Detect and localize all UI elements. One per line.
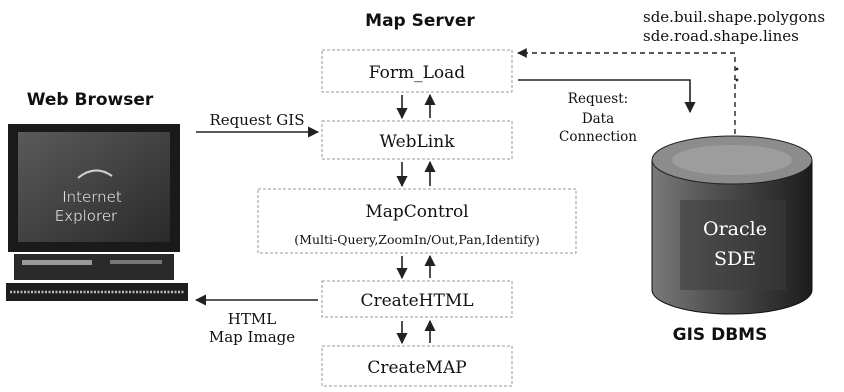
request-data-arrow — [518, 79, 696, 114]
mapcontrol-box — [257, 188, 577, 254]
createmap-label: CreateMAP — [367, 358, 466, 378]
monitor-text-internet: Internet — [62, 188, 122, 206]
html-map-label-1: HTML — [228, 310, 276, 328]
computer-base — [14, 254, 174, 280]
form-load-box — [321, 49, 513, 93]
monitor-screen — [18, 132, 170, 242]
request-gis-label: Request GIS — [210, 111, 305, 129]
request-data-label-3: Connection — [559, 129, 637, 145]
weblink-label: WebLink — [379, 132, 455, 152]
mapcontrol-label: MapControl — [365, 202, 468, 222]
weblink-box — [321, 120, 513, 160]
web-browser-title: Web Browser — [27, 90, 154, 110]
gis-dbms-title: GIS DBMS — [673, 325, 768, 345]
layer-roads: sde.road.shape.lines — [643, 27, 799, 45]
map-server-title: Map Server — [365, 11, 475, 31]
createhtml-box — [321, 280, 513, 318]
keyboard — [6, 283, 188, 301]
computer-icon: Internet Explorer — [6, 124, 188, 301]
request-data-label-2: Data — [582, 111, 614, 127]
database-cylinder-icon — [651, 135, 813, 315]
createmap-box — [321, 345, 513, 387]
oracle-label: Oracle — [703, 218, 767, 240]
createhtml-label: CreateHTML — [360, 291, 473, 311]
html-map-label-2: Map Image — [209, 328, 295, 346]
form-load-label: Form_Load — [369, 63, 466, 83]
mapcontrol-functions: (Multi-Query,ZoomIn/Out,Pan,Identify) — [294, 232, 539, 247]
request-data-label-1: Request: — [568, 91, 628, 107]
monitor-text-explorer: Explorer — [55, 207, 118, 225]
layer-buildings: sde.buil.shape.polygons — [643, 8, 825, 26]
sde-label: SDE — [714, 248, 756, 270]
